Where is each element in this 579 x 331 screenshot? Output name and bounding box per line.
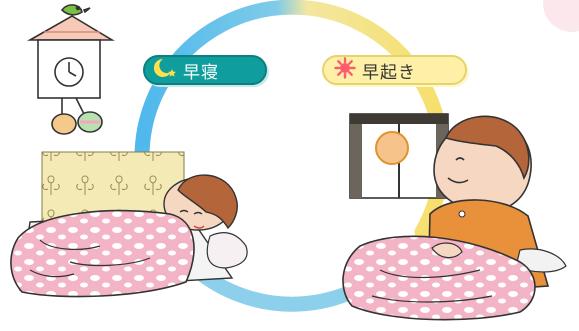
sun-icon xyxy=(334,56,356,84)
early-sleep-label: 早寝 xyxy=(143,55,267,85)
sleeping-child-scene xyxy=(10,151,248,298)
cuckoo-clock xyxy=(26,4,115,135)
early-wake-label: 早起き xyxy=(322,55,467,85)
early-wake-text: 早起き xyxy=(362,62,416,83)
early-sleep-text: 早寝 xyxy=(183,62,219,83)
waking-child-scene xyxy=(342,113,567,321)
moon-star-icon xyxy=(151,57,177,84)
